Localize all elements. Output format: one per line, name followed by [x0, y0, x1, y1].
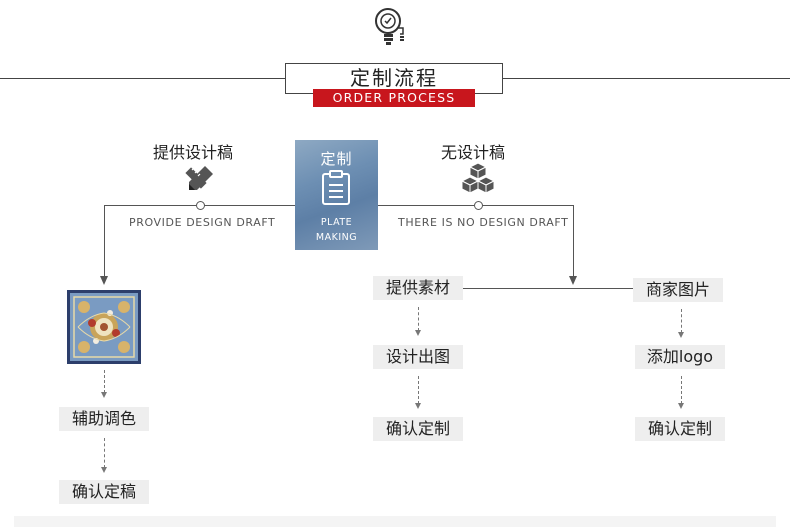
plate-making-card: 定制 PLATE MAKING [295, 140, 378, 250]
right-a-dash-arrow-1 [415, 330, 421, 336]
right-b-dash-1 [681, 309, 682, 333]
left-step-2: 确认定稿 [59, 480, 149, 504]
left-dash-2 [104, 438, 105, 468]
page-subtitle: ORDER PROCESS [313, 89, 475, 107]
right-a-dash-1 [418, 307, 419, 331]
right-branch-caption: THERE IS NO DESIGN DRAFT [398, 216, 569, 229]
header-line-right [503, 78, 790, 79]
right-drop-line [573, 205, 574, 277]
lightbulb-icon [370, 4, 410, 48]
left-dash-arrow-2 [101, 467, 107, 473]
left-connector [104, 205, 196, 206]
bottom-strip [14, 516, 776, 527]
right-b-step-1: 商家图片 [633, 278, 723, 302]
right-b-dash-arrow-1 [678, 332, 684, 338]
left-drop-line [104, 205, 105, 277]
right-a-step-3: 确认定制 [373, 417, 463, 441]
plate-subtitle-line2: MAKING [315, 232, 358, 243]
right-a-dash-2 [418, 376, 419, 404]
right-connector [482, 205, 574, 206]
right-horizontal-link [463, 288, 633, 289]
header-line-left [0, 78, 285, 79]
left-dash-arrow-1 [101, 392, 107, 398]
plate-subtitle-line1: PLATE [320, 217, 353, 228]
right-b-step-3: 确认定制 [635, 417, 725, 441]
right-a-step-2: 设计出图 [373, 345, 463, 369]
left-branch-caption: PROVIDE DESIGN DRAFT [129, 216, 276, 229]
clipboard-icon [321, 170, 351, 206]
right-branch-label: 无设计稿 [441, 143, 506, 162]
right-a-dash-arrow-2 [415, 403, 421, 409]
left-step-1: 辅助调色 [59, 407, 149, 431]
plate-title: 定制 [320, 150, 353, 168]
left-connector-inner [204, 205, 295, 206]
boxes-icon [460, 162, 496, 194]
right-b-dash-arrow-2 [678, 403, 684, 409]
right-b-step-2: 添加logo [635, 345, 725, 369]
scarf-image [67, 290, 141, 364]
right-b-dash-2 [681, 376, 682, 404]
right-connector-inner [378, 205, 474, 206]
left-branch-label: 提供设计稿 [153, 143, 234, 162]
right-a-step-1: 提供素材 [373, 276, 463, 300]
page-title: 定制流程 [285, 63, 503, 94]
right-drop-arrow [569, 276, 577, 285]
left-drop-arrow [100, 276, 108, 285]
left-dash-1 [104, 370, 105, 393]
pencil-ruler-icon [183, 162, 217, 196]
